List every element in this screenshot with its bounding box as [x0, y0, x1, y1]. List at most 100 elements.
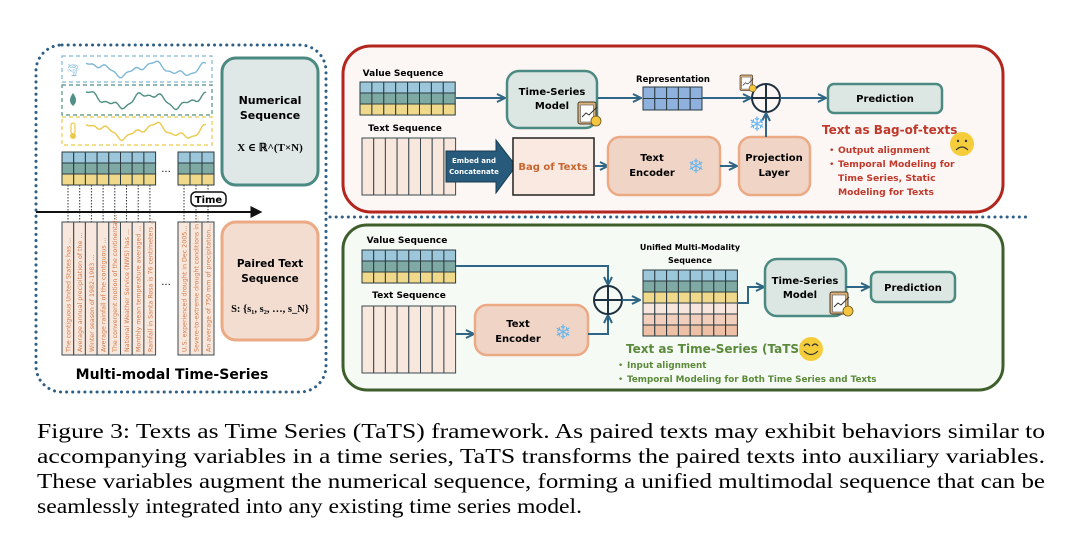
unified-grid-cell — [654, 324, 668, 337]
value-grid-cell — [359, 103, 373, 116]
clipboard-trend — [833, 296, 850, 308]
text-strip — [431, 305, 445, 374]
value-grid-cell — [359, 92, 373, 105]
waveform-box — [61, 55, 213, 83]
bottom-ts-model-1: Time-Series — [772, 276, 839, 287]
unified-grid-cell — [654, 291, 668, 304]
value-grid-cell — [384, 249, 398, 262]
unified-grid-cell — [666, 313, 679, 326]
numerical-grid-cell — [61, 151, 75, 164]
unified-grid-cell — [677, 291, 691, 304]
bullet-dot: • — [618, 375, 623, 385]
bottom-text-sequence-label: Text Sequence — [372, 291, 446, 301]
top-prediction-box — [826, 82, 944, 115]
time-label: Time — [195, 195, 223, 206]
unified-grid-cell — [701, 291, 715, 304]
representation-cell — [642, 98, 656, 111]
value-grid-cell — [383, 81, 397, 94]
thermometer-icon — [70, 133, 76, 139]
unified-grid-cell — [701, 313, 715, 326]
arrow-unified-to-model — [737, 287, 763, 304]
value-grid-cell — [371, 81, 385, 94]
numerical-grid-cell — [108, 151, 122, 164]
text-strip — [361, 137, 375, 196]
top-ts-model-1: Time-Series — [519, 87, 586, 98]
bottom-bullets: •Input alignment•Temporal Modeling for B… — [618, 361, 877, 385]
caption-line-4: seamlessly integrated into any existing … — [37, 494, 582, 518]
numerical-grid-cell — [120, 162, 133, 175]
numerical-grid-cell — [108, 162, 122, 175]
bag-of-texts-label: Bag of Texts — [518, 162, 587, 173]
value-grid-cell — [373, 249, 386, 262]
numerical-grid-cell — [96, 162, 110, 175]
paired-title-2: Sequence — [241, 273, 299, 285]
numerical-grid-cell — [61, 162, 75, 175]
text-strip-label: National Weather Service (NWS) has ... — [124, 229, 131, 352]
numerical-grid-cell — [84, 162, 98, 175]
unified-grid-cell — [689, 313, 703, 326]
bottom-prediction-box — [869, 270, 957, 304]
value-grid-cell — [371, 92, 385, 105]
bottom-prediction-label: Prediction — [884, 283, 942, 294]
bullet-dot: • — [829, 159, 834, 170]
numerical-sequence-box — [220, 56, 320, 187]
clock-icon — [590, 115, 602, 127]
unified-label-2: Sequence — [668, 256, 712, 265]
thermometer-icon — [70, 122, 76, 135]
representation-grid — [642, 86, 703, 111]
numerical-grid-cell — [143, 173, 157, 186]
value-grid-cell — [359, 81, 373, 94]
snowflake-icon: ❄ — [688, 154, 705, 178]
bottom-text-encoder-1: Text — [506, 319, 530, 330]
numerical-grid-cell — [131, 173, 145, 186]
numerical-title-1: Numerical — [239, 94, 302, 107]
value-grid-cell — [407, 81, 421, 94]
unified-grid-cell — [666, 280, 679, 293]
value-grid-cell — [408, 249, 421, 262]
representation-cell — [689, 86, 703, 99]
numerical-grid-cell — [177, 173, 191, 186]
bag-of-texts-box — [512, 137, 595, 196]
unified-grid-cell — [713, 269, 727, 282]
representation-cell — [677, 98, 691, 111]
text-strip — [384, 137, 398, 196]
text-strip — [373, 305, 386, 374]
text-strips: The contiguous United States has ...Aver… — [61, 215, 215, 356]
numerical-grid-cell — [143, 162, 157, 175]
numerical-grid-cell — [201, 162, 215, 175]
numerical-grid-cell — [131, 151, 145, 164]
numerical-grid-cell — [96, 151, 110, 164]
numerical-grid-cell — [120, 173, 133, 186]
sad-face-icon — [950, 132, 974, 156]
waveform-group: 🌪 — [61, 55, 213, 146]
representation-cell — [689, 98, 703, 111]
clock-icon — [748, 84, 757, 93]
unified-grid-cell — [701, 302, 715, 315]
bottom-sum-icon — [593, 285, 623, 315]
value-grid-cell — [396, 260, 410, 273]
value-grid-cell — [431, 249, 445, 262]
text-strip — [408, 137, 421, 196]
bottom-text-strips — [361, 305, 457, 374]
value-grid-cell — [408, 271, 421, 284]
text-strip — [431, 137, 445, 196]
numerical-title-2: Sequence — [240, 109, 300, 122]
text-strip — [143, 221, 157, 356]
bottom-value-sequence-label: Value Sequence — [367, 236, 448, 246]
value-grid-cell — [430, 103, 444, 116]
ellipsis-bottom: ... — [161, 277, 171, 288]
unified-grid-cell — [713, 313, 727, 326]
unified-grid-cell — [701, 280, 715, 293]
numerical-grid-cell — [189, 173, 203, 186]
unified-grid-cell — [701, 324, 715, 337]
clipboard-chart-icon-bottom — [829, 291, 854, 317]
clipboard-chart-icon — [577, 101, 602, 127]
unified-grid-cell — [677, 302, 691, 315]
projection-label-2: Layer — [758, 168, 789, 179]
top-text-encoder-2: Encoder — [629, 168, 675, 179]
unified-grid-cell — [677, 324, 691, 337]
text-strip — [396, 137, 410, 196]
value-grid-cell — [443, 249, 457, 262]
text-strip-label: Monthly mean temperature averaged ... — [136, 226, 143, 352]
unified-grid-cell — [654, 313, 668, 326]
